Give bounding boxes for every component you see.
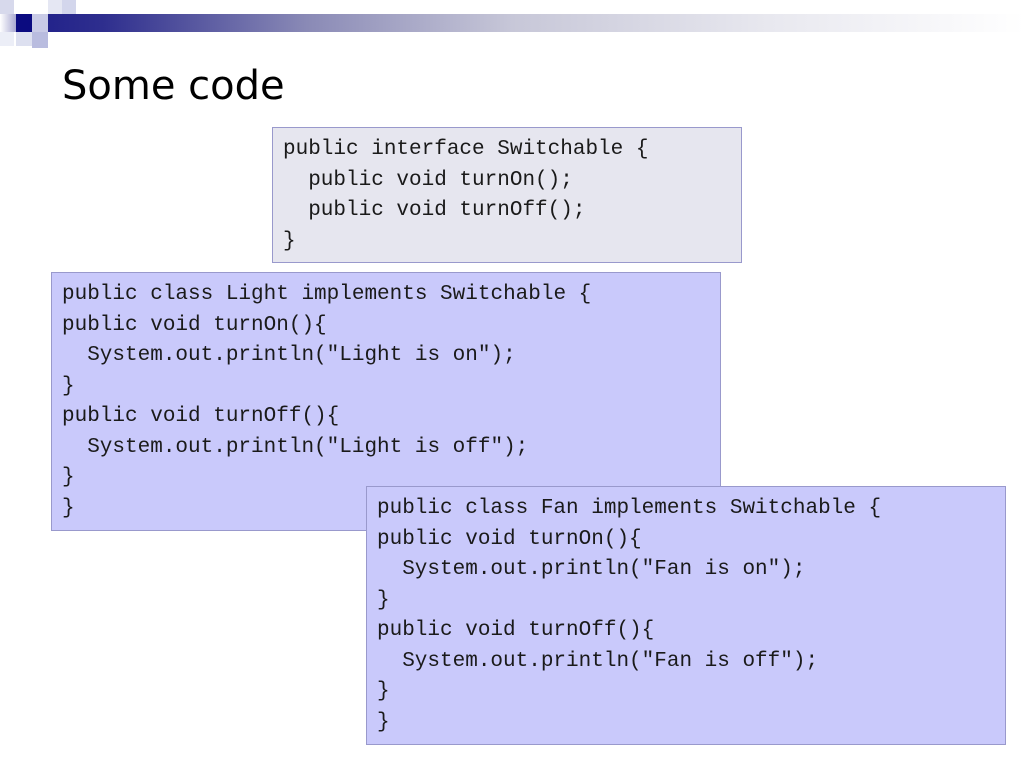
- code-line: public void turnOff(){: [62, 405, 340, 428]
- decorative-square: [0, 32, 14, 46]
- code-line: }: [62, 496, 75, 520]
- code-line: public class Light implements Switchable…: [62, 283, 592, 306]
- code-line: public class Fan implements Switchable {: [377, 497, 882, 520]
- decorative-square: [32, 14, 48, 32]
- slide-title: Some code: [62, 63, 285, 109]
- code-block-interface: public interface Switchable { public voi…: [272, 127, 742, 263]
- accent-square: [16, 14, 32, 32]
- code-line: System.out.println("Fan is on");: [377, 558, 806, 581]
- code-line: public void turnOff(){: [377, 619, 655, 642]
- decorative-square: [48, 0, 62, 14]
- decorative-square: [32, 32, 48, 48]
- code-line: public void turnOn(){: [62, 313, 327, 337]
- code-line: public interface Switchable {: [283, 138, 649, 161]
- code-line: }: [377, 588, 390, 612]
- code-line: }: [62, 374, 75, 398]
- code-line: public void turnOn(){: [377, 527, 642, 551]
- code-line: System.out.println("Light is off");: [62, 435, 529, 459]
- code-line: System.out.println("Light is on");: [62, 344, 516, 367]
- code-line: public void turnOn();: [283, 168, 573, 192]
- decorative-square: [0, 0, 14, 14]
- code-line: }: [377, 710, 390, 734]
- decorative-square: [16, 32, 32, 46]
- code-block-fan: public class Fan implements Switchable {…: [366, 486, 1006, 745]
- code-line: }: [283, 229, 296, 253]
- code-line: public void turnOff();: [283, 199, 586, 222]
- code-line: }: [62, 466, 75, 489]
- code-line: }: [377, 680, 390, 703]
- code-line: System.out.println("Fan is off");: [377, 649, 819, 673]
- header-gradient-bar: [0, 14, 1024, 32]
- decorative-square: [62, 0, 76, 14]
